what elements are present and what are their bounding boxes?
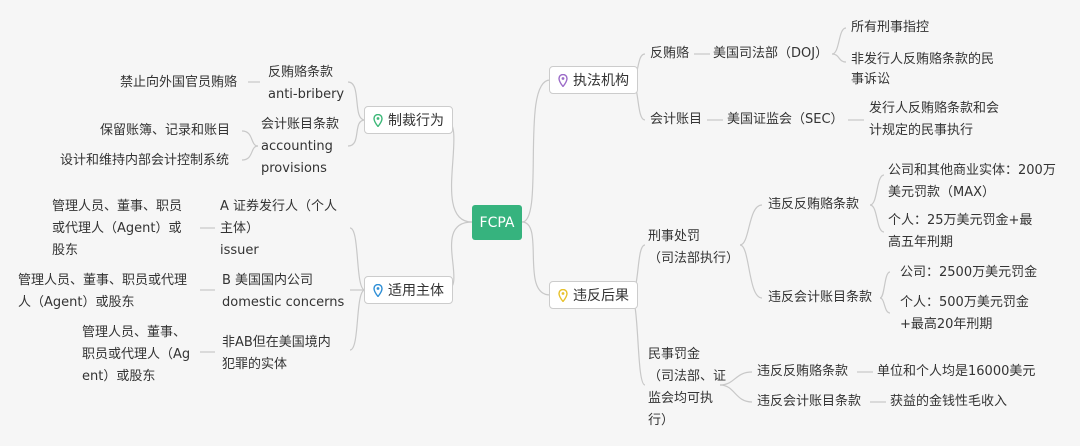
node-crim-anti-item-2b: 高五年刑期 [888,235,954,250]
root-node[interactable]: FCPA [472,205,522,240]
node-crim-anti-item-2[interactable]: 个人：25万美元罚金+最 [888,213,1033,228]
node-civil-4: 行） [648,413,675,428]
branch-conduct-label: 制裁行为 [388,113,444,129]
node-other[interactable]: 非AB但在美国境内 [222,335,331,350]
node-civil-2: （司法部、证 [648,369,727,384]
node-criminal-2: （司法部执行） [648,251,740,266]
node-acct-clause-en2: provisions [261,161,327,176]
root-label: FCPA [479,214,515,231]
node-issuer-item[interactable]: 管理人员、董事、职员 [52,199,183,214]
node-issuer-2: 主体） [220,221,260,236]
node-issuer-item-3: 股东 [52,243,79,258]
node-acct-item-1[interactable]: 保留账簿、记录和账目 [100,123,231,138]
node-issuer-item-2: 或代理人（Agent）或 [52,221,182,236]
node-crim-anti-item-1[interactable]: 公司和其他商业实体：200万 [888,163,1056,178]
branch-enforce[interactable]: 执法机构 [549,66,638,94]
node-civ-anti[interactable]: 违反反贿赂条款 [757,364,849,379]
node-acct-item-2[interactable]: 设计和维持内部会计控制系统 [60,153,230,168]
branch-consequence[interactable]: 违反后果 [549,281,638,309]
location-pin-icon [373,283,383,297]
node-domestic-2: domestic concerns [222,295,345,310]
node-anti-clause[interactable]: 反贿赂条款 [268,65,334,80]
branch-conduct[interactable]: 制裁行为 [364,106,453,134]
node-doj-item-1[interactable]: 所有刑事指控 [851,20,930,35]
node-anti-bribery[interactable]: 反贿赂 [650,46,690,61]
node-civil[interactable]: 民事罚金 [648,347,701,362]
node-crim-acct[interactable]: 违反会计账目条款 [768,290,873,305]
location-pin-icon [558,73,568,87]
location-pin-icon [373,113,383,127]
node-domestic[interactable]: B 美国国内公司 [222,273,314,288]
node-accounting[interactable]: 会计账目 [650,112,703,127]
node-domestic-item[interactable]: 管理人员、董事、职员或代理 [18,273,188,288]
branch-subject-label: 适用主体 [388,283,444,299]
node-domestic-item-2: 人（Agent）或股东 [18,295,135,310]
node-acct-clause-en1: accounting [261,139,333,154]
node-crim-acct-item-2b: +最高20年刑期 [900,317,993,332]
node-civil-3: 监会均可执 [648,391,714,406]
node-issuer-3: issuer [220,243,259,258]
node-sec[interactable]: 美国证监会（SEC） [727,112,844,127]
node-doj-item-2[interactable]: 非发行人反贿赂条款的民 [851,52,995,67]
node-other-item[interactable]: 管理人员、董事、 [82,325,187,340]
node-anti-clause-en: anti-bribery [268,87,345,102]
node-sec-item-1[interactable]: 发行人反贿赂条款和会 [869,101,1000,116]
node-issuer[interactable]: A 证券发行人（个人 [220,199,338,214]
node-crim-acct-item-1[interactable]: 公司：2500万美元罚金 [900,265,1038,280]
node-anti-item[interactable]: 禁止向外国官员贿赂 [120,75,238,90]
node-sec-item-1b: 计规定的民事执行 [869,123,974,138]
node-other-2: 犯罪的实体 [222,357,288,372]
node-civ-acct[interactable]: 违反会计账目条款 [757,394,862,409]
node-civ-acct-item[interactable]: 获益的金钱性毛收入 [890,394,1008,409]
node-criminal[interactable]: 刑事处罚 [648,229,701,244]
node-other-item-2: 职员或代理人（Ag [82,347,191,362]
node-doj[interactable]: 美国司法部（DOJ） [713,46,829,61]
branch-subject[interactable]: 适用主体 [364,276,453,304]
node-crim-anti-item-1b: 美元罚款（MAX） [888,185,996,200]
node-crim-anti[interactable]: 违反反贿赂条款 [768,197,860,212]
location-pin-icon [558,288,568,302]
branch-enforce-label: 执法机构 [573,73,629,89]
node-crim-acct-item-2[interactable]: 个人：500万美元罚金 [900,295,1029,310]
node-civ-anti-item[interactable]: 单位和个人均是16000美元 [877,364,1036,379]
node-acct-clause[interactable]: 会计账目条款 [261,117,340,132]
node-other-item-3: ent）或股东 [82,369,156,384]
branch-consequence-label: 违反后果 [573,288,629,304]
node-doj-item-2b: 事诉讼 [851,72,891,87]
